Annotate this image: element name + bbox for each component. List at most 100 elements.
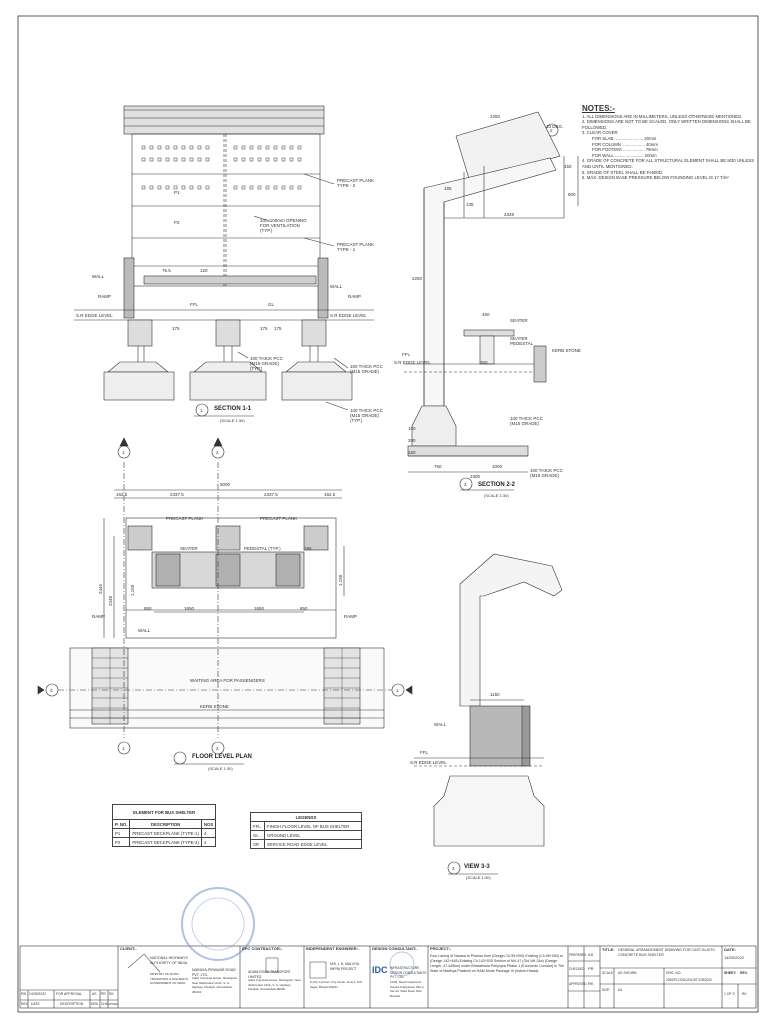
scale-value: AS SHOWN bbox=[618, 971, 637, 975]
label-srl-right: S.R EDGE LEVEL bbox=[330, 313, 367, 318]
dim-2348: 2348 bbox=[504, 212, 515, 217]
dim-2250-vertical: 2250 bbox=[412, 276, 423, 281]
note-3: 3. CLEAR COVER bbox=[582, 130, 618, 136]
label-seater-pedestal: SEATER PEDESTAL bbox=[510, 336, 534, 346]
floor-plan-scale: (SCALE 1:30) bbox=[208, 766, 233, 771]
notes-block: NOTES:- 1. ALL DIMENSIONS ARE IN MILLIME… bbox=[582, 104, 758, 181]
dim-1000: 1000 bbox=[492, 464, 503, 469]
tag-10-deg: 10 DEG. bbox=[546, 124, 564, 129]
client-sub: MINISTRY OF ROAD TRANSPORT & HIGHWAYS, G… bbox=[150, 972, 189, 986]
legends-title: LEGENDS bbox=[250, 812, 362, 822]
rev-row-drn: AS bbox=[92, 992, 97, 996]
marker-plan-1-bottom: 1 bbox=[122, 746, 125, 751]
element-cell: 4 bbox=[200, 828, 217, 838]
project-label: PROJECT:- bbox=[430, 946, 452, 951]
section-2-2-scale: (SCALE 1:30) bbox=[484, 493, 509, 498]
dim-120: 120 bbox=[200, 268, 208, 273]
label-wall-view: WALL bbox=[434, 722, 447, 727]
dwg-value: 2050/PLT/DDC/NC/ST/C/B/2022 bbox=[666, 978, 712, 982]
label-pcc-typ-1: 100 THICK PCC (M15 GRADE) (TYP.) bbox=[250, 356, 283, 371]
element-cell: PRECAST DECKPLANK (TYPE-1) bbox=[129, 828, 202, 838]
element-cell: P1 bbox=[111, 828, 131, 838]
dim-1150-right: 1,150 bbox=[338, 574, 343, 586]
rev-row-date: 14/09/2022 bbox=[29, 992, 46, 996]
dim-175-a: 175 bbox=[172, 326, 180, 331]
note-5: 5. GRADE OF STEEL SHALL BE Fe500D. bbox=[582, 169, 664, 175]
tag-ffl-s22: FFL bbox=[402, 352, 411, 357]
dim-162-5-left: 162.5 bbox=[116, 492, 128, 497]
label-precast-plank-left: PRECAST PLANK bbox=[166, 516, 204, 521]
rev-row-chk: PR bbox=[101, 992, 106, 996]
dc-name: INFRASTRUCTURE DESIGN CONSULTANTS PVT. L… bbox=[390, 966, 427, 980]
dc-sub: F/203, Sheeth Apartment, Sonara Avasiyan… bbox=[390, 980, 425, 998]
dim-135: 135 bbox=[466, 202, 474, 207]
dim-5000: 5000 bbox=[220, 482, 231, 487]
dim-750: 750 bbox=[434, 464, 442, 469]
label-srl-view: S.R EDGE LEVEL bbox=[410, 760, 447, 765]
date-label: DATE: bbox=[724, 947, 736, 952]
marker-plan-1-left: 1 bbox=[122, 450, 125, 455]
label-seater: SEATER bbox=[510, 318, 528, 323]
idc-logo: IDC bbox=[372, 965, 388, 975]
tag-p1: P1 bbox=[174, 190, 180, 195]
label-srl-left: S.R EDGE LEVEL bbox=[76, 313, 113, 318]
client2-name: NARASA-PIRAWAR ROAD PVT. LTD. bbox=[192, 968, 236, 977]
table-row: SR SERVICE ROAD EDGE LEVEL bbox=[249, 839, 362, 849]
dim-185: 185 bbox=[444, 186, 452, 191]
dim-850-left: 850 bbox=[144, 606, 152, 611]
drawing-title: GENERAL ARRANGEMENT DRAWING FOR CAST-IN-… bbox=[618, 948, 716, 957]
dim-75-5: 75.5 bbox=[162, 268, 171, 273]
drawing-sheet: NOTES:- 1. ALL DIMENSIONS ARE IN MILLIME… bbox=[4, 6, 764, 1018]
legend-code: GL bbox=[249, 830, 266, 840]
label-pcc-s22: 100 THICK PCC (M15 GRADE) bbox=[510, 416, 543, 426]
floor-plan-drawing bbox=[58, 462, 392, 738]
rev-head-date: DATE bbox=[31, 1002, 40, 1006]
dim-2250-top: 2250 bbox=[490, 114, 501, 119]
marker-plan-2-top: 2 bbox=[216, 450, 219, 455]
dc-label: DESIGN CONSULTANT:- bbox=[372, 946, 418, 951]
ie-label: INDEPENDENT ENGINEER:- bbox=[306, 946, 360, 951]
label-kerb-stone-s22: KERB STONE bbox=[552, 348, 581, 353]
size-label: SIZE bbox=[602, 988, 610, 992]
ie-name: M/S. L.N. MALVIYA INFRA PROJECT bbox=[330, 962, 360, 971]
floor-plan-title: FLOOR LEVEL PLAN bbox=[192, 754, 252, 760]
view-3-3-scale: (SCALE 1:30) bbox=[466, 875, 491, 880]
checked-sig: PR bbox=[588, 966, 594, 971]
note-1: 1. ALL DIMENSIONS ARE IN MILLIMETERS, UN… bbox=[582, 113, 743, 119]
rev-value: R0 bbox=[742, 992, 747, 996]
note-3c: FOR FOOTING .................. 75mm bbox=[592, 147, 658, 153]
notes-title: NOTES:- bbox=[582, 104, 615, 113]
rev-row-rev: R0 bbox=[21, 991, 27, 996]
label-pcc2-s22: 100 THICK PCC (M15 GRADE) bbox=[530, 468, 563, 478]
note-4: 4. GRADE OF CONCRETE FOR ALL STRUCTURAL … bbox=[582, 158, 755, 169]
marker-plan-2-bottom: 2 bbox=[216, 746, 219, 751]
approved-label: APPROVED bbox=[569, 982, 587, 986]
dim-450: 450 bbox=[482, 312, 490, 317]
tag-p2: P2 bbox=[174, 220, 180, 225]
client-label: CLIENT:- bbox=[120, 946, 137, 951]
marker-plan-3-right: 1 bbox=[396, 688, 399, 693]
marker-sec11: 1 bbox=[200, 408, 203, 413]
project-desc: Four Laning of Narasa to Pirawar from (D… bbox=[430, 954, 565, 973]
marker-plan-3-left: 3 bbox=[50, 688, 53, 693]
title-label: TITLE: bbox=[602, 947, 615, 952]
checked-label: CHECKED bbox=[569, 967, 585, 971]
note-2: 2. DIMENSIONS ARE NOT TO BE SCALED, ONLY… bbox=[582, 119, 751, 130]
note-3d: FOR WALL ........................ 20mm bbox=[592, 152, 657, 158]
epc-label: EPC CONTRACTOR:- bbox=[242, 946, 283, 951]
legend-code: SR bbox=[249, 839, 266, 849]
legend-code: FFL bbox=[249, 821, 266, 831]
tag-ffl-view: FFL bbox=[420, 750, 429, 755]
section-1-1-scale: (SCALE 1:30) bbox=[220, 418, 245, 423]
marker-sec22: 3 bbox=[464, 482, 467, 487]
label-ramp-right: RAMP bbox=[348, 294, 362, 299]
marker-sec22-top: 2 bbox=[550, 128, 553, 133]
section-1-1-drawing bbox=[74, 105, 374, 411]
label-waiting-area: WAITING AREA FOR PASSENGERS bbox=[190, 678, 265, 683]
view-3-3-title: VIEW 3-3 bbox=[464, 864, 490, 870]
label-kerb-stone-plan: KERB STONE bbox=[200, 704, 229, 709]
element-table: ELEMENT FOR BUS SHELTER P. NO. DESCRIPTI… bbox=[111, 804, 217, 847]
label-pcc-2: 100 THICK PCC (M15 GRADE) bbox=[350, 364, 383, 374]
dim-150: 150 bbox=[564, 164, 572, 169]
table-row: FFL FINISH FLOOR LEVEL OF BUS SHELTER bbox=[249, 821, 362, 831]
